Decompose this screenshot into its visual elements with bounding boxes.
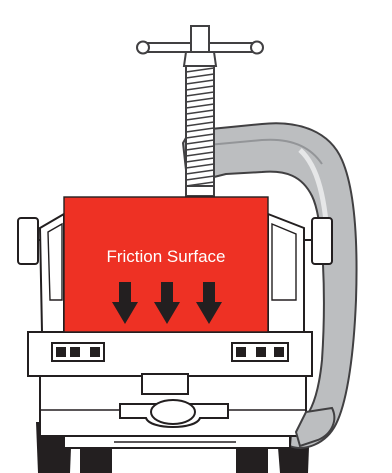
- pressure-arrows: [112, 282, 222, 324]
- friction-surface-label: Friction Surface: [106, 247, 225, 266]
